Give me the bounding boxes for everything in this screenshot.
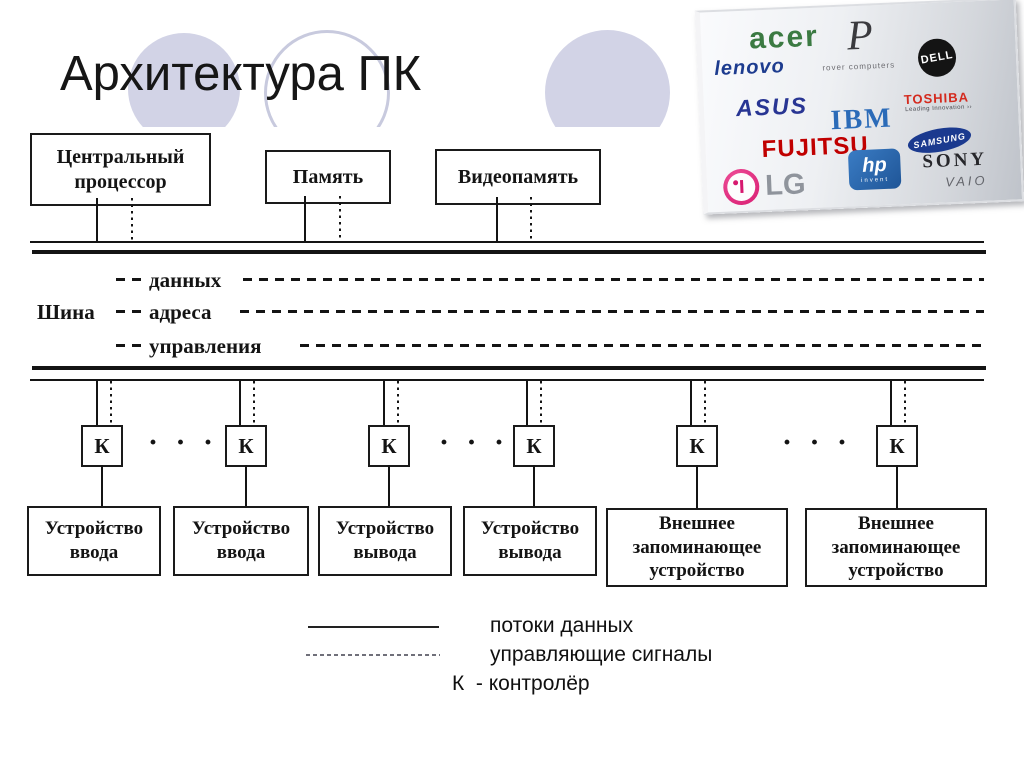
data-connector-line: [890, 381, 892, 425]
data-connector-line: [101, 465, 103, 506]
box-output-device: Устройство вывода: [318, 506, 452, 576]
dell-logo-text: DELL: [919, 48, 955, 67]
data-connector-line: [383, 381, 385, 425]
data-connector-line: [96, 198, 98, 242]
box-input-device: Устройство ввода: [27, 506, 161, 576]
bus-line-data-label: данных: [149, 268, 222, 292]
data-connector-line: [96, 381, 98, 425]
bus-rail-line: [30, 379, 984, 381]
bus-label: Шина: [37, 300, 95, 324]
controller-box: К: [368, 425, 410, 467]
control-connector-line: [397, 381, 399, 425]
lenovo-logo: lenovo: [713, 55, 786, 81]
control-connector-line: [339, 196, 341, 242]
rover-computers-icon: P: [846, 12, 874, 60]
bus-rail-line: [30, 241, 984, 243]
rover-computers-logo: rover computers: [822, 60, 896, 73]
decorative-circle-filled: [545, 30, 670, 127]
controller-box: К: [876, 425, 918, 467]
dash-prefix: [116, 278, 141, 281]
box-memory: Память: [265, 150, 391, 204]
data-connector-line: [496, 197, 498, 242]
acer-logo: acer: [748, 19, 820, 56]
legend-controller-note: К - контролёр: [452, 672, 590, 695]
controller-box: К: [676, 425, 718, 467]
decorative-circle-outline: [264, 30, 390, 127]
ellipsis-dots: · · ·: [782, 426, 853, 459]
box-external-storage: Внешнее запоминающее устройство: [606, 508, 788, 587]
controller-box: К: [225, 425, 267, 467]
control-connector-line: [253, 381, 255, 425]
ellipsis-dots: · · ·: [148, 426, 219, 459]
bus-rail-line: [32, 366, 986, 370]
control-connector-line: [110, 381, 112, 425]
sony-logo: SONY: [921, 148, 988, 173]
bus-line-control-dashes: [300, 344, 984, 347]
dell-logo: DELL: [914, 35, 960, 80]
page-title: Архитектура ПК: [60, 47, 422, 101]
bus-line-address-label: адреса: [149, 300, 212, 324]
asus-logo: ASUS: [735, 92, 809, 122]
control-connector-line: [704, 381, 706, 425]
data-connector-line: [245, 465, 247, 506]
lg-face-stem: [739, 179, 744, 194]
hp-logo-text: hp: [861, 153, 888, 177]
box-input-device: Устройство ввода: [173, 506, 309, 576]
vendor-logo-collage: acer P rover computers DELL lenovo ASUS …: [694, 0, 1024, 215]
control-connector-line: [131, 198, 133, 242]
hp-logo: hp invent: [847, 148, 902, 191]
controller-box: К: [513, 425, 555, 467]
data-connector-line: [239, 381, 241, 425]
control-connector-line: [530, 197, 532, 242]
hp-tagline: invent: [861, 176, 890, 184]
decorative-circle-filled: [128, 33, 240, 127]
bus-line-address-dashes: [240, 310, 984, 313]
box-output-device: Устройство вывода: [463, 506, 597, 576]
control-connector-line: [904, 381, 906, 425]
control-connector-line: [540, 381, 542, 425]
vaio-logo: VAIO: [944, 172, 988, 190]
data-connector-line: [388, 465, 390, 506]
legend-dashed-line-sample: [306, 654, 440, 656]
data-connector-line: [304, 196, 306, 242]
controller-box: К: [81, 425, 123, 467]
box-central-processor: Центральный процессор: [30, 133, 211, 206]
data-connector-line: [896, 465, 898, 508]
data-connector-line: [533, 465, 535, 506]
decorative-circles: [0, 0, 1024, 127]
data-connector-line: [526, 381, 528, 425]
legend-data-flows-label: потоки данных: [490, 614, 634, 637]
bus-line-data-dashes: [243, 278, 984, 281]
lg-face-inner: [726, 172, 756, 202]
box-external-storage: Внешнее запоминающее устройство: [805, 508, 987, 587]
data-connector-line: [696, 465, 698, 508]
box-video-memory: Видеопамять: [435, 149, 601, 205]
ellipsis-dots: · · ·: [439, 426, 510, 459]
legend-control-signals-label: управляющие сигналы: [490, 643, 713, 666]
dash-prefix: [116, 310, 141, 313]
dash-prefix: [116, 344, 141, 347]
legend-solid-line-sample: [308, 626, 439, 628]
samsung-logo-text: SAMSUNG: [912, 130, 967, 150]
bus-line-control-label: управления: [149, 334, 262, 358]
lg-face-icon: [722, 168, 761, 206]
lg-logo: LG: [764, 168, 807, 203]
bus-rail-line: [32, 250, 986, 254]
data-connector-line: [690, 381, 692, 425]
lg-face-dot: [733, 180, 739, 186]
